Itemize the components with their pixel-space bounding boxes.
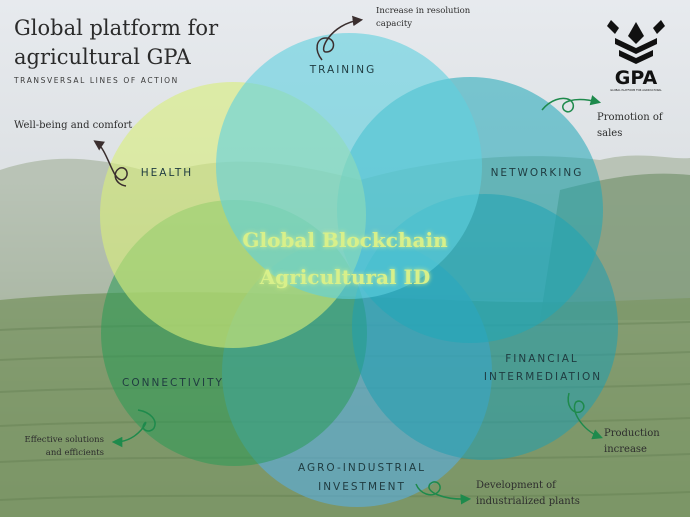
logo-tagline: GLOBAL PLATFORM FOR AGRICULTURAL — [610, 88, 662, 92]
label-agro-1: AGRO-INDUSTRIAL — [298, 462, 426, 474]
label-networking: NETWORKING — [491, 167, 584, 179]
note-training: Increase in resolution capacity — [376, 6, 471, 29]
page-title: Global platform for agricultural GPA — [14, 16, 219, 69]
note-networking: Promotion of sales — [597, 112, 663, 139]
center-title-line2: Agricultural ID — [259, 265, 431, 289]
note-connectivity: Effective solutions and efficients — [24, 435, 104, 458]
label-agro-2: INVESTMENT — [318, 481, 406, 493]
label-training: TRAINING — [309, 64, 377, 76]
gpa-logo: GPA GLOBAL PLATFORM FOR AGRICULTURAL — [605, 14, 667, 94]
note-agro: Development of industrialized plants — [476, 480, 580, 507]
logo-text: GPA — [615, 67, 658, 89]
label-health: HEALTH — [141, 167, 193, 179]
arrow-training — [316, 15, 364, 61]
label-financial-2: INTERMEDIATION — [484, 371, 602, 383]
petal-training — [216, 33, 482, 299]
note-financial: Production increase — [604, 428, 660, 455]
arrow-agro — [415, 481, 472, 505]
label-connectivity: CONNECTIVITY — [122, 377, 224, 389]
label-financial-1: FINANCIAL — [505, 353, 579, 365]
arrow-health — [93, 140, 128, 187]
arrow-networking — [541, 95, 602, 113]
note-health: Well-being and comfort — [14, 120, 133, 131]
arrow-connectivity — [111, 409, 156, 448]
center-title-line1: Global Blockchain — [242, 228, 448, 252]
arrow-financial — [567, 392, 603, 440]
wheat-emblem-icon: GPA GLOBAL PLATFORM FOR AGRICULTURAL — [607, 20, 665, 92]
page-subtitle: TRANSVERSAL LINES OF ACTION — [14, 76, 179, 85]
